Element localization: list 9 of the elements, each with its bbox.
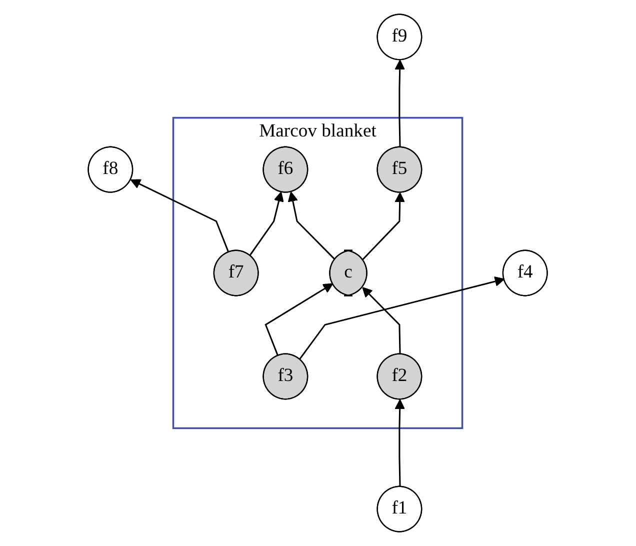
arrow [362,192,406,260]
arrow [288,192,336,260]
arrow [249,192,284,256]
arrow [264,283,334,356]
arrow [362,287,402,354]
arrow [394,60,406,148]
arrow [299,276,505,360]
arrow [130,179,230,253]
arrow [394,399,406,487]
